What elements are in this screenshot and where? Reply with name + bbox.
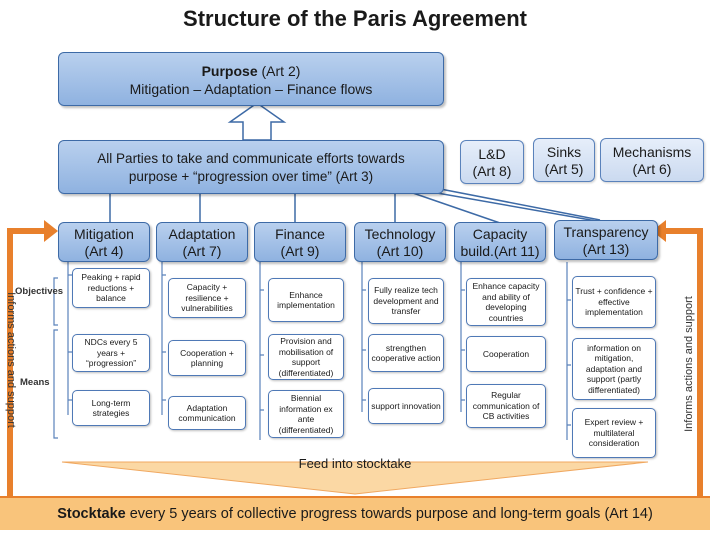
parties-line2: purpose + “progression over time” (Art 3… (128, 169, 374, 184)
column-header-transparency: Transparency (Art 13) (554, 220, 658, 260)
item-box: Long-term strategies (72, 390, 150, 426)
item-box: Regular communication of CB activities (466, 384, 546, 428)
parties-line1: All Parties to take and communicate effo… (97, 151, 405, 166)
item-box: Fully realize tech development and trans… (368, 278, 444, 324)
item-box: Cooperation (466, 336, 546, 372)
column-article: (Art 7) (182, 243, 222, 259)
item-box: Expert review + multilateral considerati… (572, 408, 656, 458)
purpose-box: Purpose (Art 2) Mitigation – Adaptation … (58, 52, 444, 106)
row-bracket (53, 277, 58, 439)
side-box-line2: (Art 8) (472, 163, 512, 179)
row-label-means: Means (20, 377, 50, 388)
purpose-line2: Mitigation – Adaptation – Finance flows (129, 81, 373, 97)
column-title: Capacity (472, 226, 528, 242)
side-box-line1: Sinks (546, 144, 582, 160)
right-side-label: Informs actions and support (683, 296, 695, 432)
side-box-line1: Mechanisms (612, 144, 692, 160)
stocktake-bar: Stocktake every 5 years of collective pr… (0, 496, 710, 530)
parties-connectors (109, 185, 603, 224)
item-box: Cooperation + planning (168, 340, 246, 376)
item-box: Enhance implementation (268, 278, 344, 322)
column-header-mitigation: Mitigation (Art 4) (58, 222, 150, 262)
right-feedback-arrow (652, 220, 703, 498)
item-box: NDCs every 5 years + “progression” (72, 334, 150, 372)
side-box-sinks: Sinks (Art 5) (533, 138, 595, 182)
side-box-mechanisms: Mechanisms (Art 6) (600, 138, 704, 182)
column-article: (Art 4) (84, 243, 124, 259)
column-title: Technology (364, 226, 436, 242)
column-title: Adaptation (168, 226, 236, 242)
column-article: (Art 13) (582, 241, 630, 257)
column-header-technology: Technology (Art 10) (354, 222, 446, 262)
item-box: Adaptation communication (168, 396, 246, 430)
column-header-finance: Finance (Art 9) (254, 222, 346, 262)
column-header-adaptation: Adaptation (Art 7) (156, 222, 248, 262)
feed-label: Feed into stocktake (298, 456, 412, 471)
column-brackets (67, 262, 571, 440)
left-side-label: Informs actions and support (5, 292, 17, 428)
item-box: Enhance capacity and ability of developi… (466, 278, 546, 326)
hollow-up-arrow (227, 102, 287, 141)
item-box: information on mitigation, adaptation an… (572, 338, 656, 400)
side-box-line1: L&D (478, 146, 506, 162)
stocktake-description: every 5 years of collective progress tow… (125, 506, 653, 522)
column-article: (Art 10) (376, 243, 424, 259)
item-box: Provision and mobilisation of support (d… (268, 334, 344, 380)
item-box: strengthen cooperative action (368, 334, 444, 372)
column-title: Transparency (563, 224, 649, 240)
parties-box: All Parties to take and communicate effo… (58, 140, 444, 194)
feed-arrow (61, 461, 649, 495)
diagram-title: Structure of the Paris Agreement (183, 6, 527, 31)
item-box: Biennial information ex ante (differenti… (268, 390, 344, 438)
side-box-line2: (Art 5) (544, 161, 584, 177)
item-box: Capacity + resilience + vulnerabilities (168, 278, 246, 318)
column-title: Mitigation (74, 226, 134, 242)
item-box: support innovation (368, 388, 444, 424)
side-box-ld: L&D (Art 8) (460, 140, 524, 184)
column-title: Finance (275, 226, 325, 242)
stocktake-heading: Stocktake (57, 506, 126, 522)
purpose-article: (Art 2) (261, 63, 301, 79)
column-article: (Art 9) (280, 243, 320, 259)
purpose-heading: Purpose (201, 63, 258, 79)
row-label-objectives: Objectives (15, 286, 64, 297)
left-feedback-arrow (7, 220, 58, 498)
side-box-line2: (Art 6) (632, 161, 672, 177)
item-box: Peaking + rapid reductions + balance (72, 268, 150, 308)
item-box: Trust + confidence + effective implement… (572, 276, 656, 328)
column-article: build.(Art 11) (460, 243, 540, 259)
column-header-capacity: Capacity build.(Art 11) (454, 222, 546, 262)
